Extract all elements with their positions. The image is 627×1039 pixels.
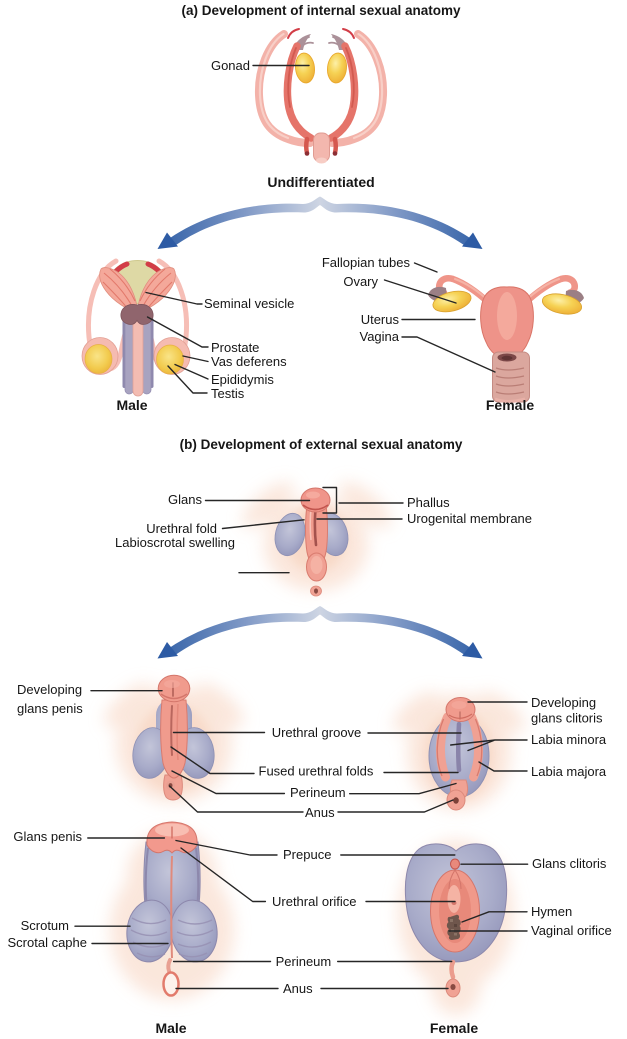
svg-text:Phallus: Phallus [407, 495, 450, 510]
svg-text:Female: Female [430, 1020, 478, 1036]
svg-text:Anus: Anus [305, 805, 335, 820]
svg-text:(a) Development of internal se: (a) Development of internal sexual anato… [181, 3, 461, 18]
svg-text:Urogenital membrane: Urogenital membrane [407, 511, 532, 526]
svg-text:Glans: Glans [168, 492, 202, 507]
svg-text:Perineum: Perineum [276, 954, 332, 969]
svg-text:Gonad: Gonad [211, 58, 250, 73]
svg-text:Fallopian tubes: Fallopian tubes [322, 255, 411, 270]
svg-text:Ovary: Ovary [343, 274, 378, 289]
svg-text:Prostate: Prostate [211, 340, 259, 355]
svg-text:Developing: Developing [531, 695, 596, 710]
svg-text:Epididymis: Epididymis [211, 372, 274, 387]
svg-text:Vas deferens: Vas deferens [211, 354, 287, 369]
svg-text:Urethral fold: Urethral fold [146, 521, 217, 536]
svg-text:Scrotum: Scrotum [21, 918, 69, 933]
svg-text:Scrotal caphe: Scrotal caphe [8, 935, 88, 950]
svg-text:Undifferentiated: Undifferentiated [267, 174, 374, 190]
svg-text:Fused urethral folds: Fused urethral folds [259, 764, 374, 779]
svg-text:Male: Male [155, 1020, 186, 1036]
svg-text:(b) Development of external se: (b) Development of external sexual anato… [180, 437, 463, 452]
svg-text:Urethral groove: Urethral groove [272, 725, 362, 740]
svg-text:Male: Male [116, 397, 147, 413]
svg-text:Seminal vesicle: Seminal vesicle [204, 296, 294, 311]
svg-text:Hymen: Hymen [531, 904, 572, 919]
svg-text:Prepuce: Prepuce [283, 847, 331, 862]
svg-text:glans clitoris: glans clitoris [531, 711, 603, 726]
svg-text:Uterus: Uterus [361, 312, 400, 327]
svg-text:Labia majora: Labia majora [531, 764, 607, 779]
svg-text:Anus: Anus [283, 981, 313, 996]
svg-text:Developing: Developing [17, 682, 82, 697]
svg-text:glans penis: glans penis [17, 701, 83, 716]
svg-text:Vaginal orifice: Vaginal orifice [531, 923, 612, 938]
svg-text:Glans clitoris: Glans clitoris [532, 856, 607, 871]
svg-text:Vagina: Vagina [359, 329, 399, 344]
svg-text:Perineum: Perineum [290, 785, 346, 800]
svg-text:Glans penis: Glans penis [13, 829, 82, 844]
svg-text:Urethral orifice: Urethral orifice [272, 894, 357, 909]
svg-text:Female: Female [486, 397, 534, 413]
svg-text:Labia minora: Labia minora [531, 732, 607, 747]
svg-text:Labioscrotal swelling: Labioscrotal swelling [115, 535, 235, 550]
svg-text:Testis: Testis [211, 386, 245, 401]
